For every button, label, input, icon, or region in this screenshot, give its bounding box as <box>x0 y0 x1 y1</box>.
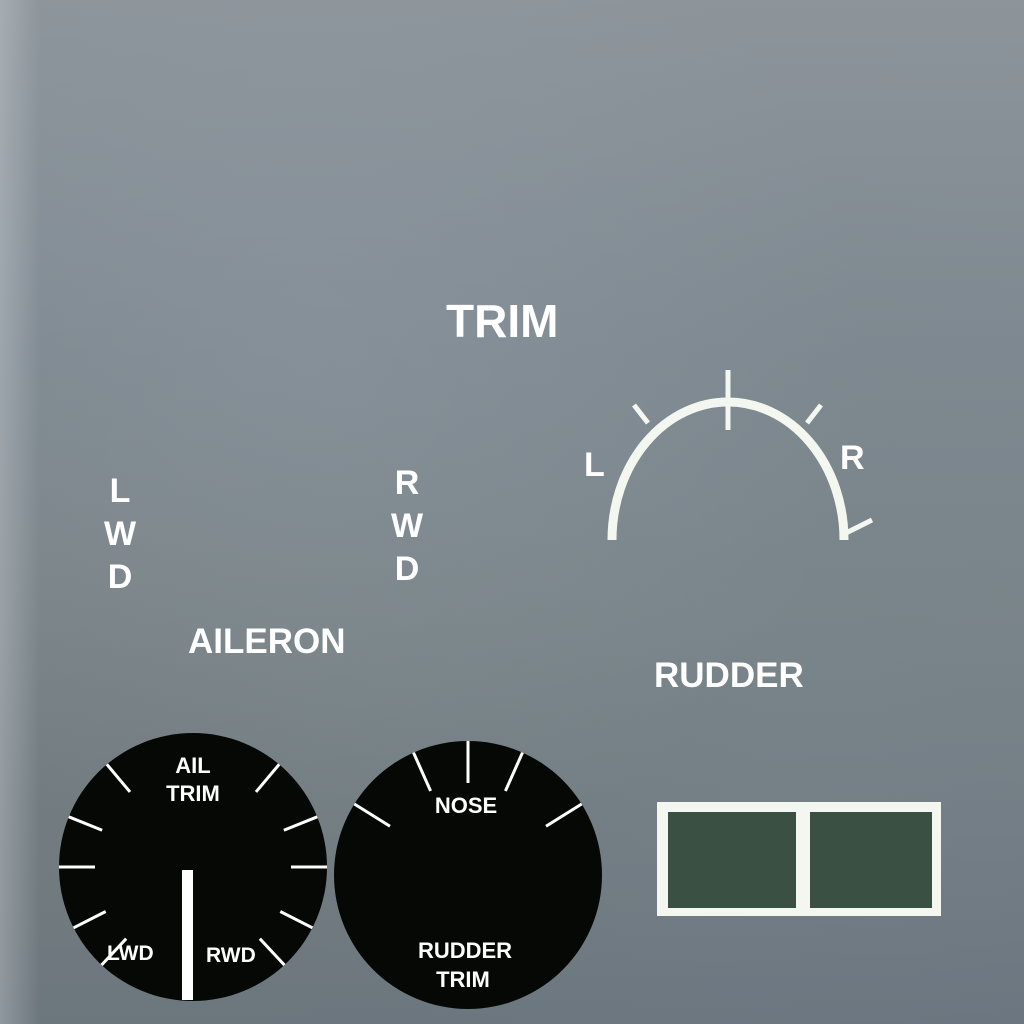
aileron-left-letter-2: W <box>103 515 137 553</box>
rudder-trim-nose-label: NOSE <box>435 793 497 818</box>
annunciator-window-left <box>668 812 796 908</box>
aileron-left-letter-1: L <box>109 472 131 510</box>
rudder-trim-tick-4 <box>353 802 391 828</box>
aileron-trim-tick-6 <box>254 763 281 793</box>
aileron-label: AILERON <box>188 622 346 661</box>
rudder-trim-gauge-face <box>334 741 602 1009</box>
aileron-trim-tick-1 <box>105 763 132 793</box>
trim-annunciator-panel <box>657 802 941 916</box>
aileron-trim-gauge-face <box>59 733 327 1001</box>
aileron-right-letter-2: W <box>390 507 424 545</box>
rudder-trim-title-line1: RUDDER <box>418 938 512 963</box>
aileron-trim-lwd-label: LWD <box>107 942 154 965</box>
rudder-trim-tick-2 <box>412 751 432 792</box>
rudder-right-tick <box>805 403 823 425</box>
aileron-trim-tick-5 <box>100 937 128 967</box>
aileron-trim-tick-9 <box>279 910 314 930</box>
rudder-trim-title-line2: TRIM <box>436 967 490 992</box>
rudder-left-tick <box>632 403 650 425</box>
rudder-trim-gauge: NOSE RUDDER TRIM <box>334 741 602 1009</box>
aileron-trim-title-line1: AIL <box>175 753 210 778</box>
aileron-trim-rwd-label: RWD <box>206 944 256 967</box>
aileron-trim-tick-7 <box>283 815 318 832</box>
rudder-trim-tick-3 <box>504 751 524 792</box>
rudder-right-mark: R <box>840 439 865 477</box>
aileron-trim-tick-4 <box>72 910 107 930</box>
rudder-trim-ticks <box>353 741 583 828</box>
aileron-right-letter-3: D <box>394 550 420 588</box>
aileron-right-letter-1: R <box>394 464 420 502</box>
rudder-end-hook <box>840 517 874 538</box>
aileron-trim-tick-2 <box>68 815 103 832</box>
rudder-label: RUDDER <box>654 656 804 695</box>
annunciator-window-right <box>810 812 932 908</box>
aileron-left-wing-down-label: L W D <box>100 470 140 599</box>
aileron-trim-gauge: AIL TRIM LWD RWD <box>59 733 327 1001</box>
aileron-trim-ticks <box>59 763 327 967</box>
aileron-trim-tick-10 <box>258 937 286 967</box>
trim-title: TRIM <box>446 295 559 347</box>
aileron-trim-needle <box>182 870 193 1000</box>
aileron-trim-title-line2: TRIM <box>166 781 220 806</box>
aileron-left-letter-3: D <box>107 558 133 596</box>
aileron-right-wing-down-label: R W D <box>387 462 427 591</box>
rudder-left-mark: L <box>584 446 605 484</box>
rudder-trim-tick-5 <box>545 802 583 828</box>
